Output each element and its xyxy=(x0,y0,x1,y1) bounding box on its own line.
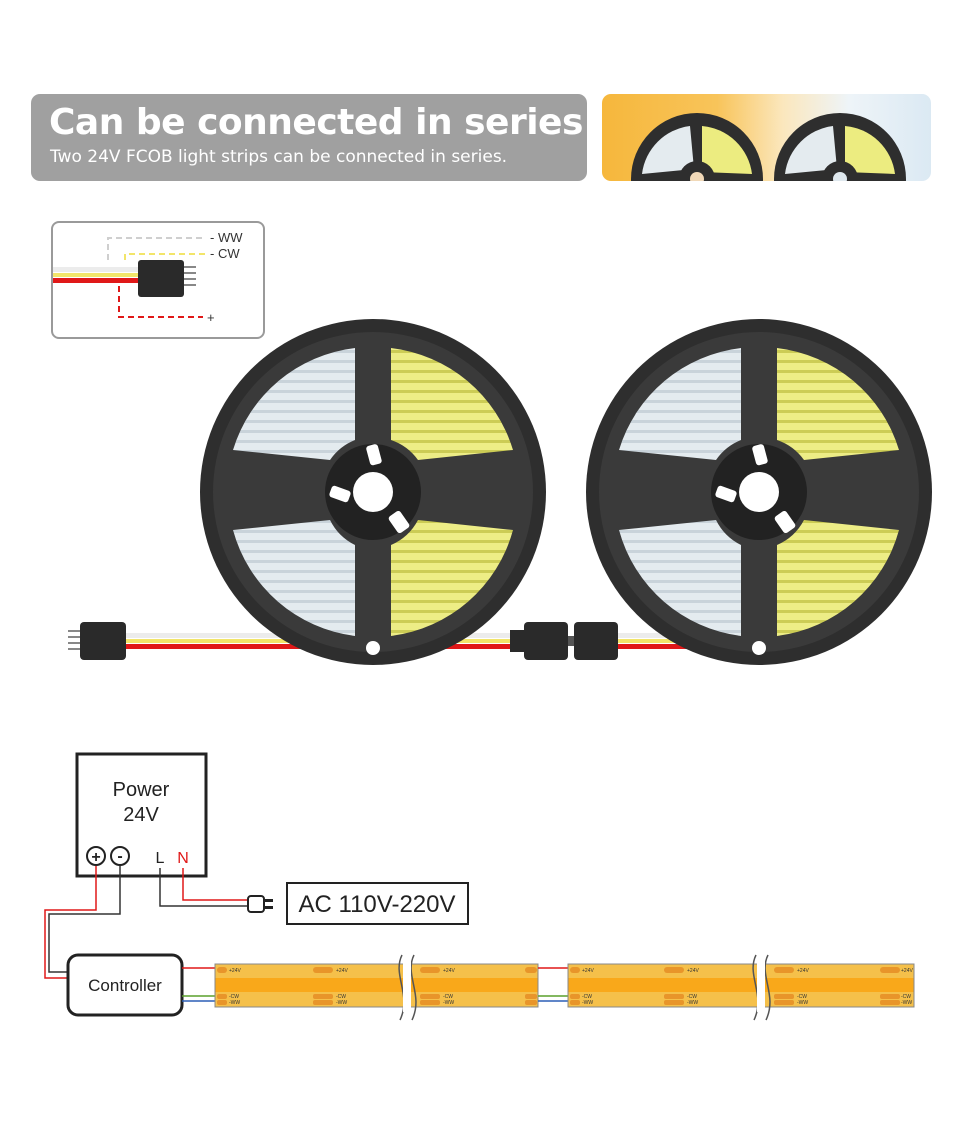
ww-label: - WW xyxy=(210,230,243,245)
terminal-n-label: N xyxy=(177,850,189,867)
reel-right xyxy=(586,319,932,665)
pad-label: -WW xyxy=(901,1000,912,1006)
pad-label: -CW xyxy=(336,994,346,1000)
pad-label: +24V xyxy=(687,968,699,974)
page-title: Can be connected in series xyxy=(49,102,583,143)
ac-input-label: AC 110V-220V xyxy=(299,891,456,918)
pad-label: +24V xyxy=(797,968,809,974)
pad-label: -WW xyxy=(582,1000,593,1006)
pad-label: -WW xyxy=(336,1000,347,1006)
inset-wires xyxy=(53,237,205,318)
pad-label: +24V xyxy=(901,968,913,974)
pad-label: -WW xyxy=(687,1000,698,1006)
reel-left xyxy=(200,319,546,665)
page-subtitle: Two 24V FCOB light strips can be connect… xyxy=(50,147,508,167)
pad-label: -CW xyxy=(797,994,807,1000)
power-supply-box: + - xyxy=(75,752,208,878)
controller-box xyxy=(66,953,184,1017)
svg-text:-: - xyxy=(117,848,122,865)
fcob-strip-segment-2: +24V -CW -WW +24V -CW -WW +24V -CW -WW +… xyxy=(567,954,915,1021)
ac-input-box xyxy=(286,882,469,925)
thumb-reel-right xyxy=(774,113,906,181)
pad-label: -CW xyxy=(687,994,697,1000)
connector-middle-pair xyxy=(510,622,618,660)
series-link-wires xyxy=(538,967,568,1002)
fcob-strip-segment-1: +24V -CW -WW +24V -CW -WW +24V -CW -WW xyxy=(214,954,539,1021)
pad-label: +24V xyxy=(336,968,348,974)
connector-left-end xyxy=(68,622,126,660)
pad-label: -CW xyxy=(229,994,239,1000)
pad-label: -WW xyxy=(797,1000,808,1006)
pad-label: +24V xyxy=(443,968,455,974)
pad-label: -WW xyxy=(443,1000,454,1006)
svg-text:+: + xyxy=(91,849,100,866)
power-wires xyxy=(44,866,248,979)
header-banner: Can be connected in series Two 24V FCOB … xyxy=(31,94,587,181)
pad-label: +24V xyxy=(582,968,594,974)
thumb-reel-left xyxy=(631,113,763,181)
power-label: Power xyxy=(113,779,170,801)
controller-output-wires xyxy=(182,967,215,1002)
cw-label: - CW xyxy=(210,246,240,261)
pad-label: -WW xyxy=(229,1000,240,1006)
header-thumbnail xyxy=(602,94,931,181)
controller-label: Controller xyxy=(88,976,162,995)
pad-label: -CW xyxy=(901,994,911,1000)
terminal-l-label: L xyxy=(156,850,165,867)
plus-label: + xyxy=(207,310,215,325)
header-thumbnail-illustration xyxy=(602,94,931,181)
pad-label: -CW xyxy=(443,994,453,1000)
power-voltage-label: 24V xyxy=(123,804,159,826)
pad-label: -CW xyxy=(582,994,592,1000)
pad-label: +24V xyxy=(229,968,241,974)
ac-plug-icon xyxy=(247,895,273,913)
